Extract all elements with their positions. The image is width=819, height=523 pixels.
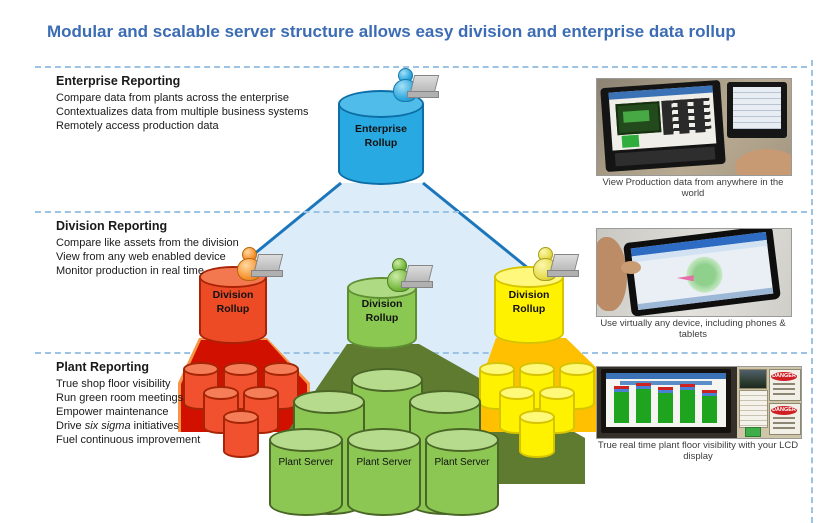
division-rollup-label: Division Rollup [212,289,254,315]
lcd-counter [615,101,662,136]
division-reporting-block: Division Reporting Compare like assets f… [56,219,321,278]
status-bar [680,384,695,423]
yellow-db-cylinder [559,362,595,410]
photo-tablet [596,228,792,317]
bullet: Run green room meetings [56,392,184,404]
calendar [739,390,768,428]
lcd-monitor [601,369,731,433]
plant-server-cylinder: Plant Server [347,428,421,516]
enterprise-reporting-heading: Enterprise Reporting [56,74,181,88]
division-rollup-label: Division Rollup [361,298,403,324]
separator-division [35,211,807,213]
bullet: True shop floor visibility [56,378,171,390]
yellow-db-cylinder [519,410,555,458]
plant-server-cylinder: Plant Server [269,428,343,516]
bullet: Compare data from plants across the ente… [56,92,289,104]
photo-caption: View Production data from anywhere in th… [602,177,784,199]
separator-enterprise [35,66,807,68]
user-laptop-icon-green [382,258,434,296]
status-bar [658,387,673,423]
status-bar [614,386,629,423]
bullet: Fuel continuous improvement [56,434,201,446]
division-reporting-heading: Division Reporting [56,219,168,233]
danger-sign: DANGER [769,403,801,435]
enterprise-reporting-block: Enterprise Reporting Compare data from p… [56,74,321,133]
danger-sign-label: DANGER [771,406,797,415]
user-laptop-icon-blue [388,68,440,106]
danger-sign-label: DANGER [771,372,797,381]
thumb [621,261,641,274]
photo-production-laptop [596,78,792,176]
bullet: View from any web enabled device [56,251,226,263]
keyboard [614,146,716,167]
laptop [600,79,726,173]
data-rows [661,97,712,135]
bullet: Compare like assets from the division [56,237,239,249]
plant-reporting-block: Plant Reporting True shop floor visibili… [56,360,321,447]
status-bar [702,390,717,423]
bullet: Remotely access production data [56,120,219,132]
plant-reporting-heading: Plant Reporting [56,360,150,374]
user-laptop-icon-orange [232,247,284,285]
danger-sign: DANGER [769,369,801,401]
enterprise-rollup-label: Enterprise Rollup [355,123,407,149]
user-laptop-icon-yellow [528,247,580,285]
plant-server-label: Plant Server [278,457,334,468]
bullet: Empower maintenance [56,406,169,418]
hand [735,149,791,175]
plant-server-label: Plant Server [356,457,412,468]
wall-picture [739,369,767,389]
bullet: Contextualizes data from multiple busine… [56,106,309,118]
photo-caption: True real time plant floor visibility wi… [597,440,799,462]
division-rollup-label: Division Rollup [508,289,550,315]
status-bar [636,383,651,423]
plant-server-cylinder: Plant Server [425,428,499,516]
separator-right-edge [811,60,813,523]
photo-caption: Use virtually any device, including phon… [600,318,786,340]
photo-lcd-display: DANGER DANGER [596,366,802,439]
plant-server-label: Plant Server [434,457,490,468]
page-title: Modular and scalable server structure al… [47,22,736,41]
background-monitor [727,82,787,138]
bullet: Monitor production in real time [56,265,204,277]
connector-enterprise-to-yellow-division [422,181,535,275]
bullet-six-sigma: Drive six sigma initiatives [56,420,179,432]
red-db-cylinder [223,410,259,458]
